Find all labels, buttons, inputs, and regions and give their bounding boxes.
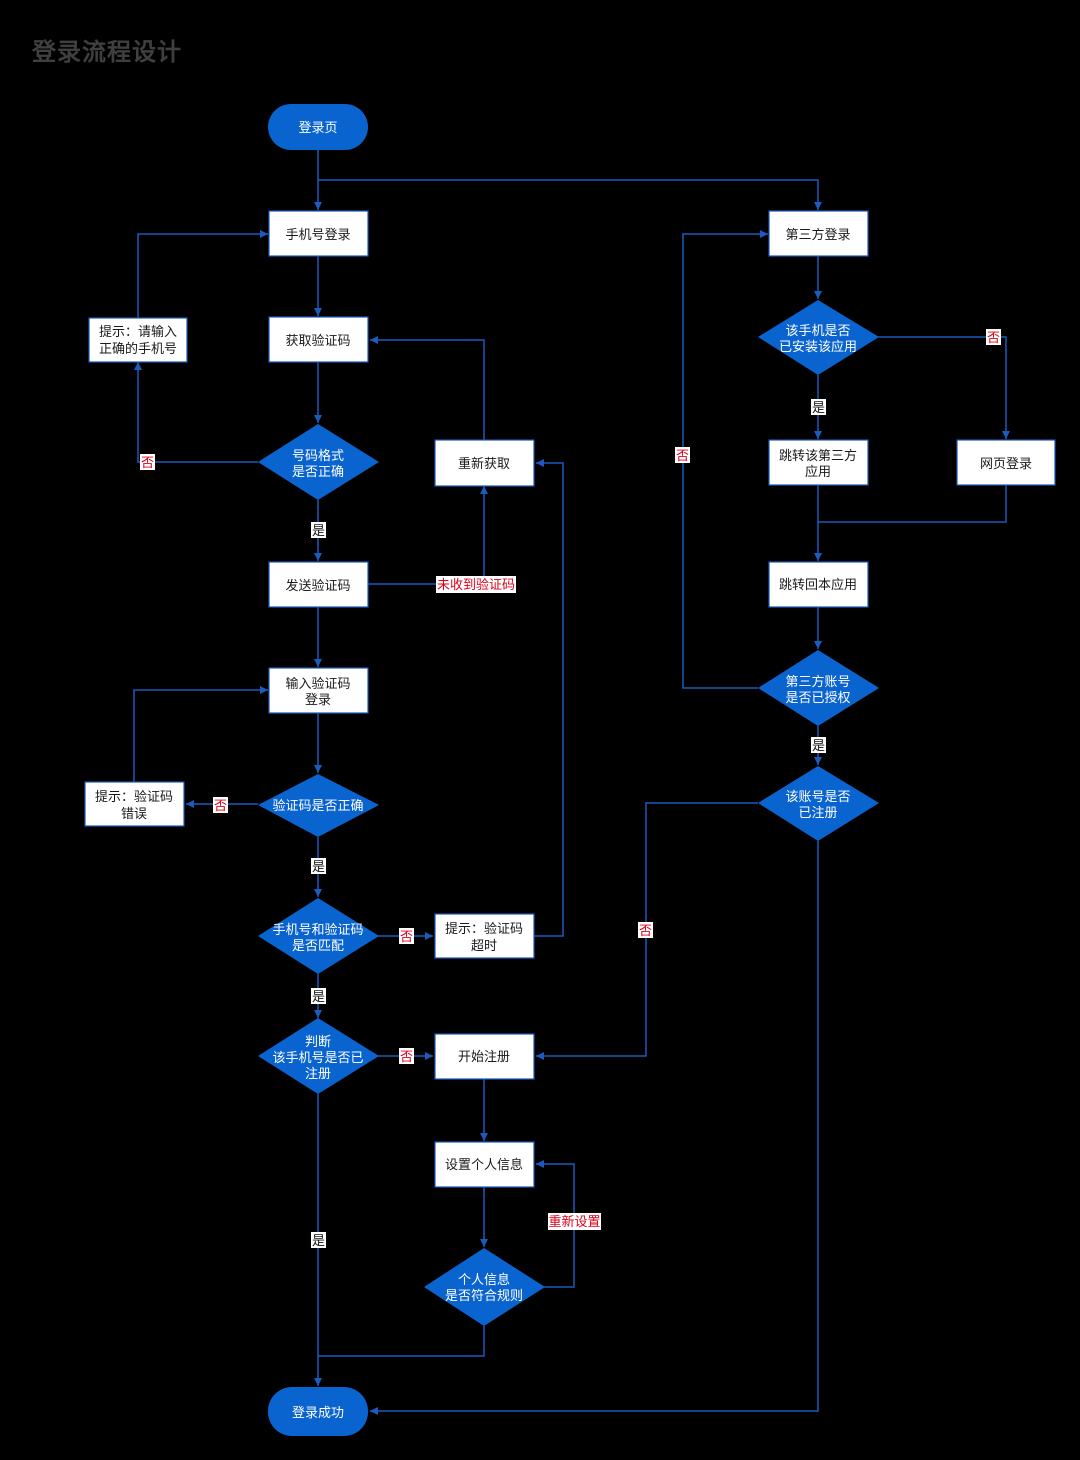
svg-text:第三方账号: 第三方账号 — [785, 674, 850, 690]
label-yes-registered: 是 — [311, 1232, 326, 1249]
svg-text:是否正确: 是否正确 — [292, 465, 344, 480]
check-match-diamond: 手机号和验证码 是否匹配 — [258, 898, 379, 974]
svg-text:是: 是 — [312, 990, 325, 1005]
send-code-box: 发送验证码 — [268, 561, 369, 608]
edge-labels: 否 是 未收到验证码 否 是 否 是 否 是 重新设置 否 是 否 是 否 — [140, 329, 1001, 1249]
svg-text:开始注册: 开始注册 — [458, 1050, 510, 1065]
label-no-code: 否 — [213, 797, 228, 814]
svg-text:否: 否 — [676, 449, 689, 464]
svg-text:提示：请输入: 提示：请输入 — [99, 324, 177, 340]
jump-third-app-box: 跳转该第三方 应用 — [768, 439, 869, 486]
svg-text:错误: 错误 — [121, 807, 147, 822]
label-not-received: 未收到验证码 — [436, 576, 516, 593]
jump-back-box: 跳转回本应用 — [768, 561, 869, 608]
refetch-box: 重新获取 — [434, 439, 535, 487]
label-yes-match: 是 — [311, 988, 326, 1005]
svg-text:该手机是否: 该手机是否 — [785, 324, 850, 339]
svg-text:手机号和验证码: 手机号和验证码 — [272, 922, 363, 938]
svg-text:是: 是 — [812, 401, 825, 416]
label-yes-installed: 是 — [811, 399, 826, 416]
svg-text:已注册: 已注册 — [798, 806, 837, 821]
connectors — [133, 150, 1010, 1415]
hint-timeout-box: 提示：验证码 超时 — [434, 913, 535, 959]
svg-text:登录页: 登录页 — [298, 121, 337, 136]
svg-text:是否已授权: 是否已授权 — [785, 690, 850, 706]
svg-text:是: 是 — [312, 524, 325, 539]
svg-text:否: 否 — [400, 930, 413, 945]
svg-text:否: 否 — [639, 924, 652, 939]
svg-text:登录成功: 登录成功 — [292, 1406, 344, 1421]
svg-text:否: 否 — [400, 1050, 413, 1065]
svg-text:个人信息: 个人信息 — [458, 1272, 510, 1288]
svg-text:判断: 判断 — [305, 1035, 331, 1050]
svg-text:超时: 超时 — [471, 939, 497, 954]
label-yes-code: 是 — [311, 858, 326, 875]
svg-text:否: 否 — [214, 799, 227, 814]
svg-text:第三方登录: 第三方登录 — [785, 227, 850, 243]
check-authorized-diamond: 第三方账号 是否已授权 — [758, 650, 879, 726]
check-installed-diamond: 该手机是否 已安装该应用 — [758, 300, 879, 375]
svg-text:登录: 登录 — [305, 693, 331, 708]
svg-text:跳转该第三方: 跳转该第三方 — [779, 448, 857, 464]
svg-text:获取验证码: 获取验证码 — [285, 333, 350, 349]
label-yes-format: 是 — [311, 522, 326, 539]
check-account-registered-diamond: 该账号是否 已注册 — [758, 766, 879, 841]
svg-text:是否匹配: 是否匹配 — [292, 939, 344, 954]
web-login-box: 网页登录 — [956, 439, 1056, 486]
svg-text:是: 是 — [312, 1234, 325, 1249]
svg-text:输入验证码: 输入验证码 — [285, 676, 350, 692]
svg-text:未收到验证码: 未收到验证码 — [437, 577, 515, 593]
svg-text:否: 否 — [141, 456, 154, 471]
check-profile-diamond: 个人信息 是否符合规则 — [424, 1248, 545, 1326]
label-no-format: 否 — [140, 454, 155, 471]
svg-text:该手机号是否已: 该手机号是否已 — [272, 1051, 363, 1066]
svg-text:提示：验证码: 提示：验证码 — [95, 789, 173, 805]
svg-text:已安装该应用: 已安装该应用 — [779, 339, 857, 355]
label-no-installed: 否 — [986, 329, 1001, 346]
svg-text:应用: 应用 — [805, 464, 831, 480]
hint-phone-box: 提示：请输入 正确的手机号 — [88, 317, 188, 363]
svg-text:跳转回本应用: 跳转回本应用 — [779, 577, 857, 593]
svg-text:网页登录: 网页登录 — [980, 457, 1032, 472]
enter-code-box: 输入验证码 登录 — [268, 667, 369, 714]
get-code-box: 获取验证码 — [268, 316, 369, 363]
start-register-box: 开始注册 — [434, 1033, 535, 1080]
label-no-authorized: 否 — [675, 447, 690, 464]
page-title: 登录流程设计 — [32, 38, 182, 66]
check-code-diamond: 验证码是否正确 — [258, 774, 379, 837]
hint-code-error-box: 提示：验证码 错误 — [84, 781, 185, 827]
svg-text:发送验证码: 发送验证码 — [285, 578, 350, 594]
svg-text:提示：验证码: 提示：验证码 — [445, 921, 523, 937]
svg-text:注册: 注册 — [305, 1067, 331, 1082]
phone-login-box: 手机号登录 — [268, 210, 369, 257]
svg-text:号码格式: 号码格式 — [292, 448, 344, 464]
label-no-registered: 否 — [399, 1048, 414, 1065]
svg-text:是: 是 — [312, 860, 325, 875]
login-success-node: 登录成功 — [268, 1387, 368, 1436]
svg-text:否: 否 — [987, 331, 1000, 346]
svg-text:验证码是否正确: 验证码是否正确 — [272, 798, 363, 814]
svg-text:手机号登录: 手机号登录 — [285, 228, 350, 243]
svg-text:重新获取: 重新获取 — [458, 456, 510, 472]
svg-text:设置个人信息: 设置个人信息 — [445, 1157, 523, 1173]
label-no-match: 否 — [399, 928, 414, 945]
label-no-account: 否 — [638, 922, 653, 939]
svg-text:是否符合规则: 是否符合规则 — [445, 1288, 523, 1304]
svg-text:正确的手机号: 正确的手机号 — [99, 341, 177, 357]
login-page-node: 登录页 — [268, 104, 368, 150]
svg-text:是: 是 — [812, 739, 825, 754]
check-registered-diamond: 判断 该手机号是否已 注册 — [258, 1018, 379, 1094]
set-profile-box: 设置个人信息 — [434, 1141, 535, 1188]
label-reset: 重新设置 — [548, 1213, 601, 1230]
svg-text:该账号是否: 该账号是否 — [785, 790, 850, 805]
check-format-diamond: 号码格式 是否正确 — [258, 424, 379, 500]
third-party-login-box: 第三方登录 — [768, 210, 869, 257]
svg-text:重新设置: 重新设置 — [548, 1214, 600, 1230]
label-yes-authorized: 是 — [811, 737, 826, 754]
